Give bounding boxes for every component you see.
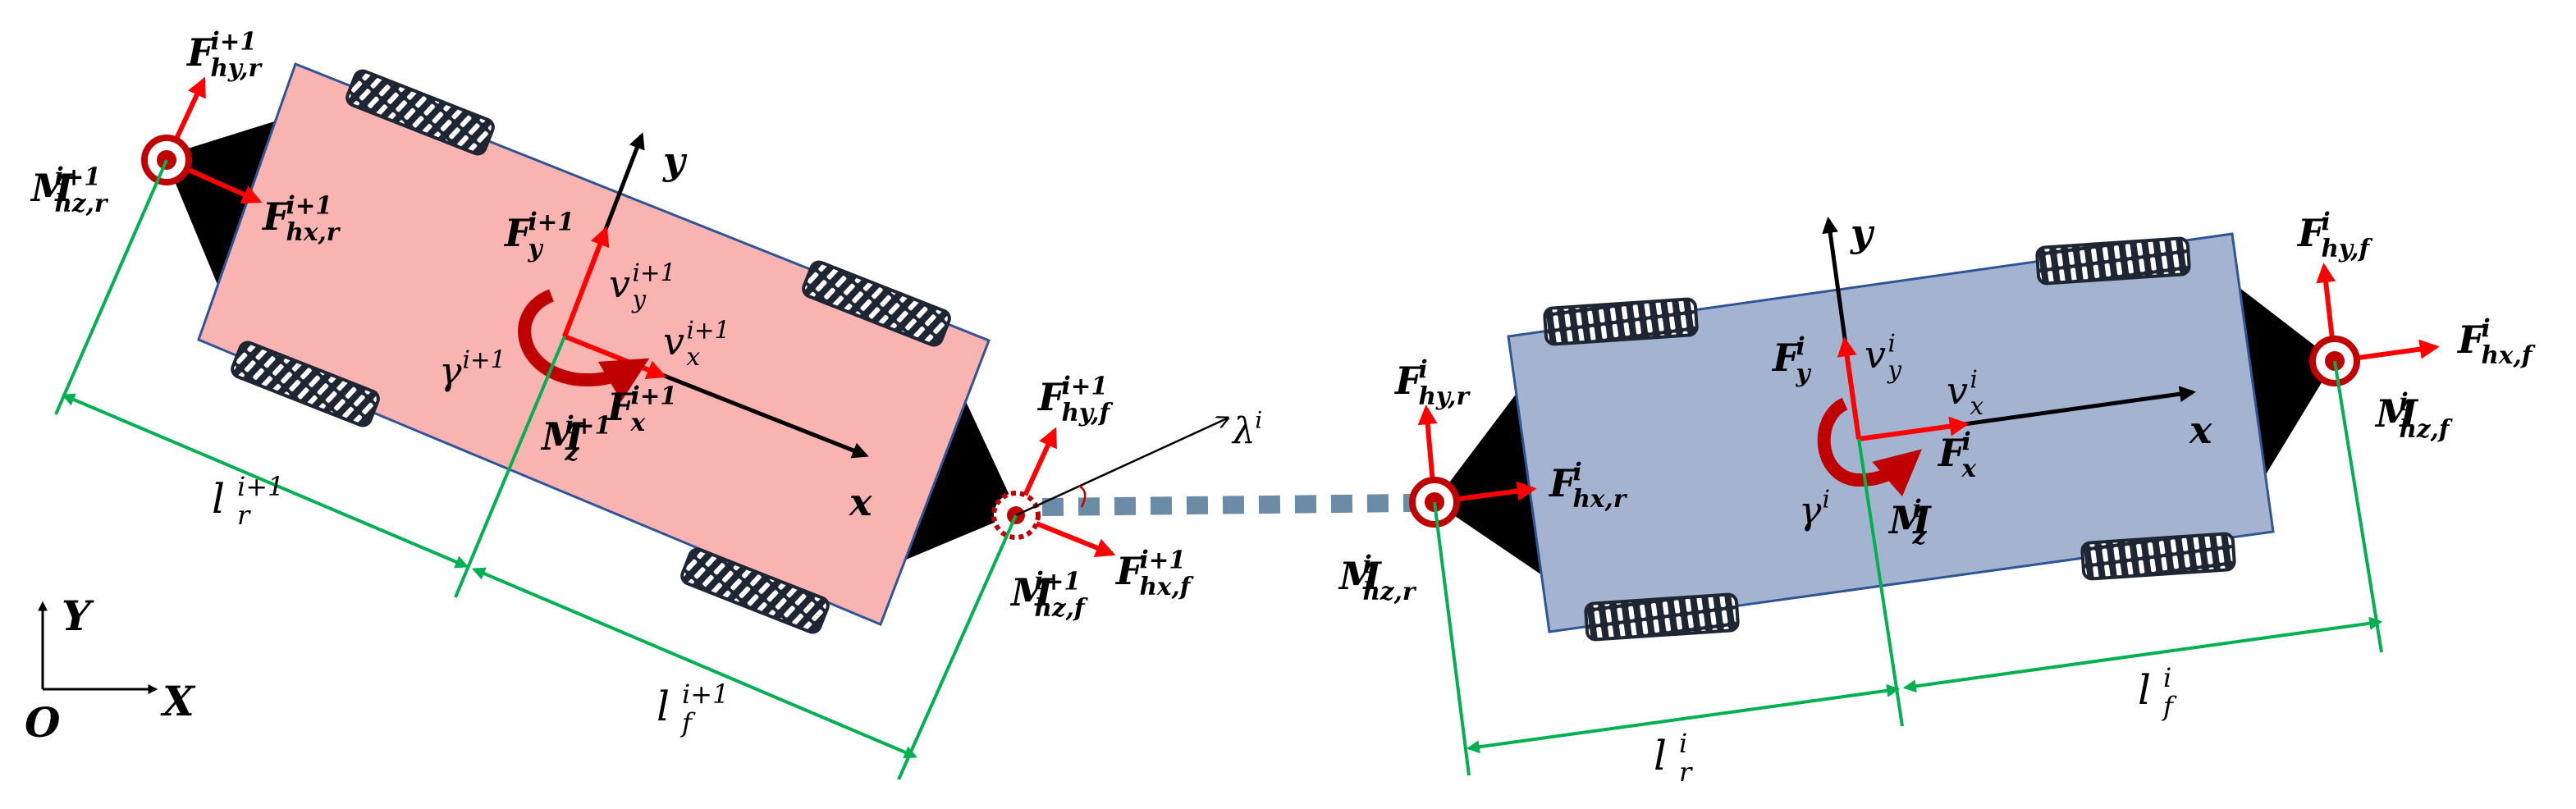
- follower-vy-arrow: [562, 226, 610, 338]
- leader-tire-rear-top: [1543, 297, 1699, 346]
- global-Y-label: Y: [62, 592, 94, 640]
- follower-ext-rear: [54, 159, 168, 415]
- leader-dim-lr: [1466, 683, 1901, 754]
- follower-body-x-label: x: [849, 480, 872, 524]
- leader-vx-arrow: [1858, 416, 1970, 441]
- link-angle-arc: [1078, 484, 1087, 508]
- leader-rear-hitch-wedge: [1434, 386, 1547, 578]
- follower-ext-cg: [454, 336, 566, 598]
- follower-ext-front: [897, 514, 1018, 780]
- follower-body: [197, 62, 991, 626]
- follower-yaw-moment-icon: [518, 289, 650, 402]
- leader-cg-gamma-label: γi: [1799, 486, 1830, 532]
- leader-body-y-label: y: [1850, 211, 1875, 255]
- follower-body-y-label: y: [662, 139, 688, 183]
- global-frame: Y X O: [25, 592, 196, 747]
- follower-tire-rear-top: [345, 69, 495, 156]
- global-X-label: X: [160, 677, 196, 725]
- follower-cg-gamma-label: γi+1: [439, 346, 506, 393]
- leader-tire-front-bottom: [2080, 532, 2236, 581]
- leader-yaw-moment-icon: [1817, 397, 1922, 497]
- global-origin-label: O: [25, 698, 61, 747]
- leader-dimensions: [1433, 360, 2383, 776]
- follower-dim-lf: [472, 567, 917, 759]
- leader-tire-front-top: [2035, 236, 2191, 286]
- leader-tire-rear-bottom: [1584, 592, 1740, 642]
- link-angle-ray: [1015, 418, 1227, 517]
- leader-body-x-label: x: [2189, 408, 2212, 452]
- link-angle-label: λi: [1231, 407, 1262, 452]
- leader-front-hitch-wedge: [2239, 287, 2335, 476]
- leader-vehicle: [1409, 217, 2440, 642]
- follower-dimensions: [54, 159, 1018, 780]
- leader-dim-lf: [1902, 616, 2383, 693]
- follower-front-hitch-wedge: [890, 386, 1018, 566]
- leader-vy-arrow: [1837, 336, 1861, 440]
- follower-vehicle: [141, 62, 1116, 634]
- leader-ext-rear: [1433, 501, 1471, 776]
- inter-vehicle-link: [1041, 494, 1412, 516]
- follower-tire-front-top: [802, 260, 951, 347]
- leader-ext-front: [2333, 360, 2383, 653]
- leader-ext-cg: [1857, 438, 1904, 727]
- follower-dim-lr: [62, 393, 469, 569]
